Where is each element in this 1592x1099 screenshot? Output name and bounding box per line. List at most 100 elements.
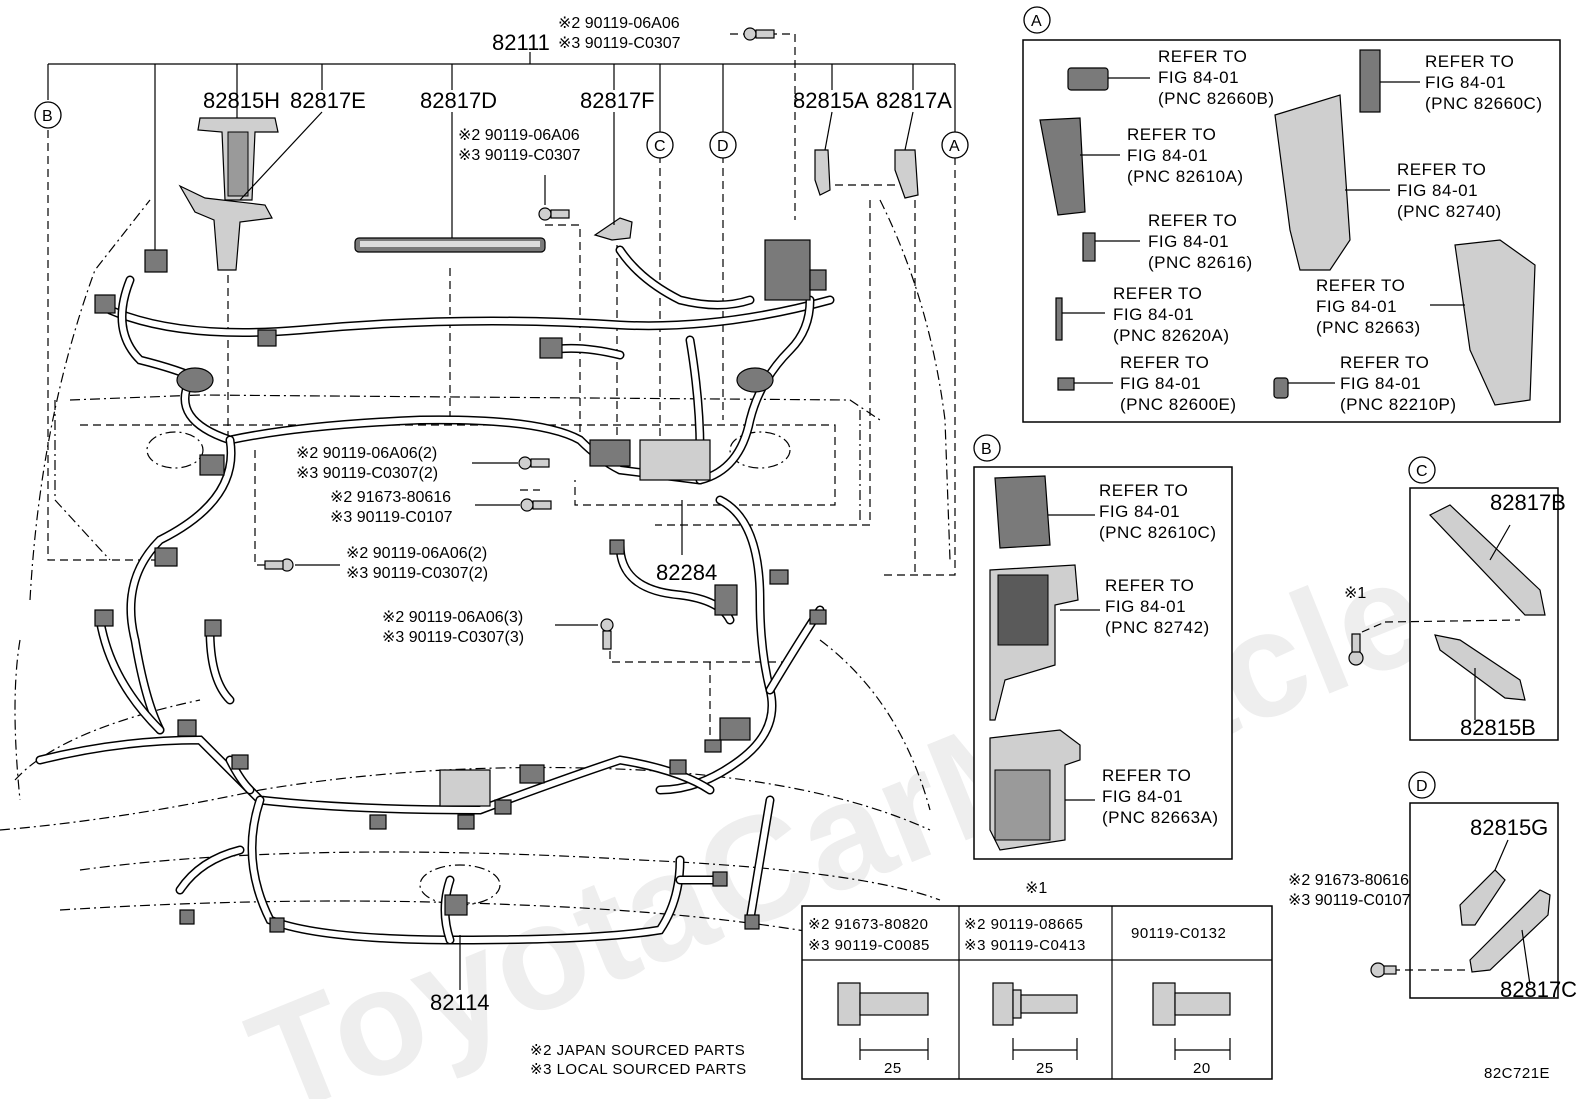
bolt-b2-local: ※3 90119-C0107 bbox=[330, 509, 453, 526]
bolt-table-col2-japan: ※2 90119-08665 bbox=[964, 916, 1083, 933]
detail-b-ref-1: REFER TO FIG 84-01 (PNC 82610C) bbox=[1099, 481, 1217, 542]
leader-frame bbox=[47, 33, 956, 250]
bolt-drawing-2 bbox=[992, 982, 1078, 1060]
bolt-table-len1: 25 bbox=[884, 1060, 902, 1077]
bolt-table-col1-local: ※3 90119-C0085 bbox=[808, 937, 930, 954]
part-82815H-icon bbox=[197, 117, 279, 201]
svg-text:REFER TO: REFER TO bbox=[1397, 160, 1486, 179]
detail-c-title: C bbox=[1416, 463, 1428, 480]
svg-text:(PNC 82660B): (PNC 82660B) bbox=[1158, 89, 1275, 108]
svg-text:FIG 84-01: FIG 84-01 bbox=[1105, 597, 1186, 616]
part-82817A-icon bbox=[894, 149, 919, 199]
detail-a-ref-2: REFER TO FIG 84-01 (PNC 82660C) bbox=[1425, 52, 1543, 113]
svg-text:REFER TO: REFER TO bbox=[1113, 284, 1202, 303]
callout-a[interactable]: A bbox=[941, 131, 969, 159]
footnote-japan: ※2 JAPAN SOURCED PARTS bbox=[530, 1042, 745, 1059]
svg-text:REFER TO: REFER TO bbox=[1105, 576, 1194, 595]
svg-text:REFER TO: REFER TO bbox=[1148, 211, 1237, 230]
detail-d-part-82817C: 82817C bbox=[1500, 977, 1577, 1002]
bolt-table: ※1 bbox=[801, 880, 1273, 1080]
label-82817E: 82817E bbox=[290, 88, 366, 113]
dashed-guides bbox=[47, 130, 956, 745]
svg-text:FIG 84-01: FIG 84-01 bbox=[1099, 502, 1180, 521]
label-82284: 82284 bbox=[656, 560, 717, 585]
bolt-top-local: ※3 90119-C0307 bbox=[558, 35, 681, 52]
svg-text:REFER TO: REFER TO bbox=[1340, 353, 1429, 372]
detail-b-panel: B bbox=[973, 434, 1233, 860]
label-82815H: 82815H bbox=[203, 88, 280, 113]
part-82817D-icon bbox=[354, 237, 546, 253]
detail-d-panel: D bbox=[1370, 771, 1559, 999]
bolt-table-len3: 20 bbox=[1193, 1060, 1211, 1077]
detail-a-ref-7: REFER TO FIG 84-01 (PNC 82663) bbox=[1316, 276, 1420, 337]
svg-text:(PNC 82740): (PNC 82740) bbox=[1397, 202, 1502, 221]
svg-text:REFER TO: REFER TO bbox=[1127, 125, 1216, 144]
svg-text:(PNC 82660C): (PNC 82660C) bbox=[1425, 94, 1543, 113]
bolt-drawing-3 bbox=[1152, 982, 1231, 1060]
detail-a-ref-9: REFER TO FIG 84-01 (PNC 82210P) bbox=[1340, 353, 1457, 414]
bolt-table-col3: 90119-C0132 bbox=[1131, 925, 1226, 942]
detail-a-ref-8: REFER TO FIG 84-01 (PNC 82600E) bbox=[1120, 353, 1236, 414]
detail-c-panel: C bbox=[1348, 456, 1559, 741]
detail-a-ref-6: REFER TO FIG 84-01 (PNC 82620A) bbox=[1113, 284, 1230, 345]
detail-a-title: A bbox=[1031, 13, 1042, 30]
bolt-table-len2: 25 bbox=[1036, 1060, 1054, 1077]
bolt-leaders bbox=[236, 90, 914, 990]
part-82817E-icon bbox=[178, 184, 273, 271]
bolt-drawing-1 bbox=[837, 982, 929, 1060]
bolt-top-japan: ※2 90119-06A06 bbox=[558, 15, 680, 32]
svg-text:FIG 84-01: FIG 84-01 bbox=[1316, 297, 1397, 316]
svg-text:FIG 84-01: FIG 84-01 bbox=[1127, 146, 1208, 165]
svg-text:REFER TO: REFER TO bbox=[1120, 353, 1209, 372]
svg-text:FIG 84-01: FIG 84-01 bbox=[1102, 787, 1183, 806]
svg-text:FIG 84-01: FIG 84-01 bbox=[1340, 374, 1421, 393]
detail-d-part-82815G: 82815G bbox=[1470, 815, 1548, 840]
detail-d-bolt-japan: ※2 91673-80616 bbox=[1288, 872, 1409, 889]
bolt-b2-japan: ※2 91673-80616 bbox=[330, 489, 451, 506]
label-82114: 82114 bbox=[430, 990, 490, 1015]
svg-text:FIG 84-01: FIG 84-01 bbox=[1397, 181, 1478, 200]
bolt-table-col1-japan: ※2 91673-80820 bbox=[808, 916, 929, 933]
svg-text:D: D bbox=[717, 138, 729, 155]
svg-text:(PNC 82620A): (PNC 82620A) bbox=[1113, 326, 1230, 345]
detail-c-bolt-mark: ※1 bbox=[1344, 585, 1366, 602]
harness-connectors bbox=[94, 239, 827, 933]
callout-c[interactable]: C bbox=[646, 131, 674, 159]
wire-harness-82111 bbox=[105, 245, 835, 735]
bolt-icons-main bbox=[264, 27, 775, 650]
svg-text:FIG 84-01: FIG 84-01 bbox=[1113, 305, 1194, 324]
label-82817F: 82817F bbox=[580, 88, 655, 113]
detail-d-bolt-local: ※3 90119-C0107 bbox=[1288, 892, 1411, 909]
detail-d-title: D bbox=[1416, 778, 1428, 795]
detail-b-ref-2: REFER TO FIG 84-01 (PNC 82742) bbox=[1105, 576, 1210, 637]
part-82817F-icon bbox=[593, 217, 633, 241]
svg-text:REFER TO: REFER TO bbox=[1158, 47, 1247, 66]
part-82815A-icon bbox=[814, 149, 831, 196]
svg-text:C: C bbox=[654, 138, 666, 155]
svg-text:REFER TO: REFER TO bbox=[1425, 52, 1514, 71]
detail-a-ref-1: REFER TO FIG 84-01 (PNC 82660B) bbox=[1158, 47, 1275, 108]
bolt-mid-local: ※3 90119-C0307 bbox=[458, 147, 581, 164]
detail-b-ref-3: REFER TO FIG 84-01 (PNC 82663A) bbox=[1102, 766, 1219, 827]
svg-text:(PNC 82610C): (PNC 82610C) bbox=[1099, 523, 1217, 542]
svg-text:(PNC 82742): (PNC 82742) bbox=[1105, 618, 1210, 637]
svg-text:(PNC 82210P): (PNC 82210P) bbox=[1340, 395, 1457, 414]
svg-text:B: B bbox=[42, 108, 53, 125]
svg-text:(PNC 82610A): (PNC 82610A) bbox=[1127, 167, 1244, 186]
svg-text:FIG 84-01: FIG 84-01 bbox=[1148, 232, 1229, 251]
bolt-b4-japan: ※2 90119-06A06(3) bbox=[382, 609, 523, 626]
bolt-table-col2-local: ※3 90119-C0413 bbox=[964, 937, 1086, 954]
label-82815A: 82815A bbox=[793, 88, 869, 113]
bolt-b4-local: ※3 90119-C0307(3) bbox=[382, 629, 524, 646]
svg-text:FIG 84-01: FIG 84-01 bbox=[1120, 374, 1201, 393]
label-82817D: 82817D bbox=[420, 88, 497, 113]
detail-c-part-82817B: 82817B bbox=[1490, 490, 1566, 515]
detail-a-ref-4: REFER TO FIG 84-01 (PNC 82740) bbox=[1397, 160, 1502, 221]
label-82817A: 82817A bbox=[876, 88, 952, 113]
detail-b-title: B bbox=[981, 441, 992, 458]
svg-text:(PNC 82663A): (PNC 82663A) bbox=[1102, 808, 1219, 827]
callout-d[interactable]: D bbox=[709, 131, 737, 159]
callout-b[interactable]: B bbox=[34, 101, 62, 129]
footnote-local: ※3 LOCAL SOURCED PARTS bbox=[530, 1061, 747, 1078]
